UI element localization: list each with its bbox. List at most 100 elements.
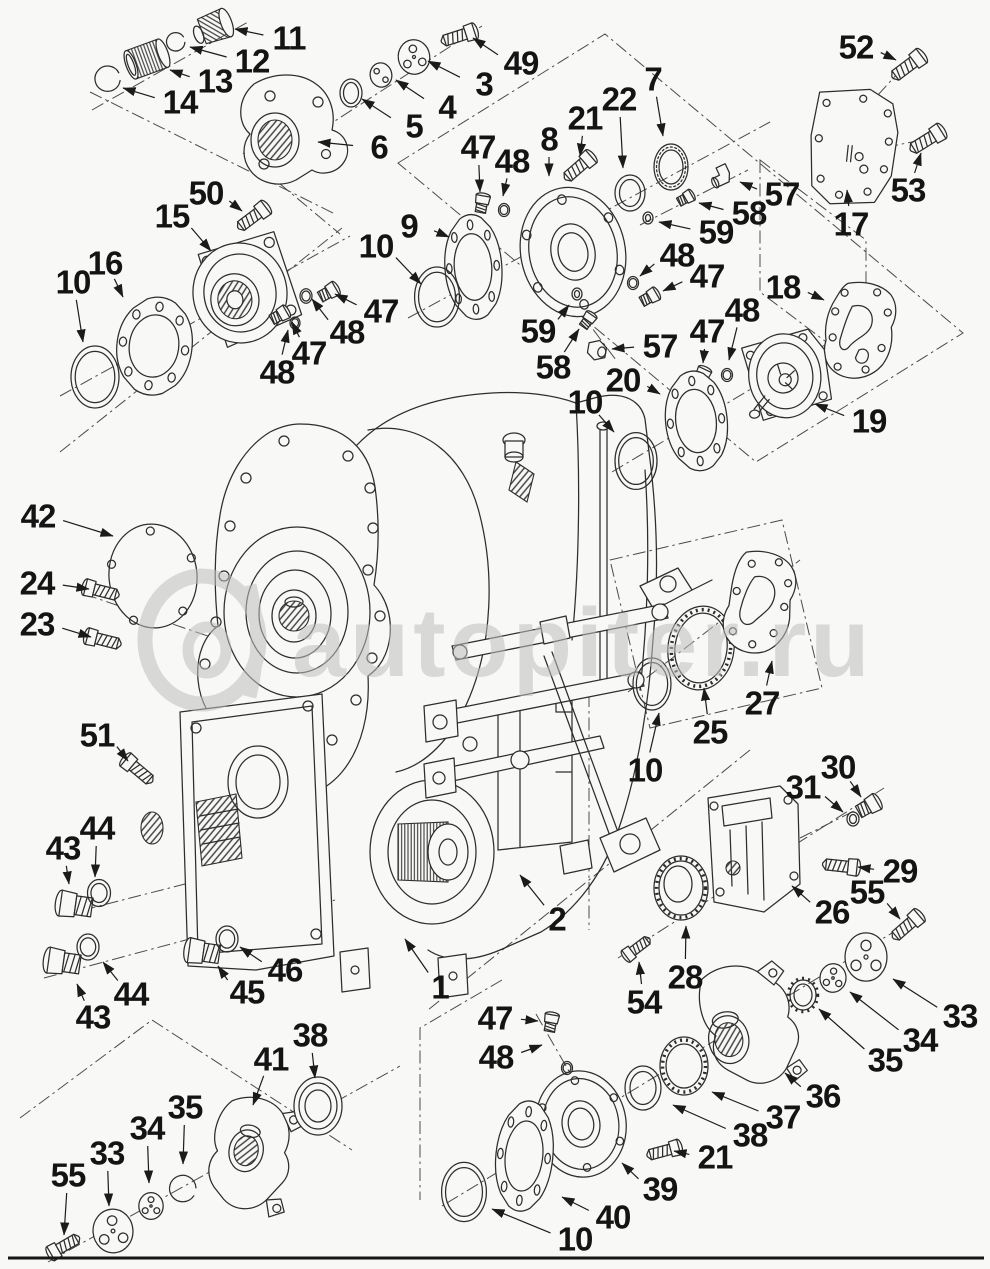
leader-46 xyxy=(239,946,263,963)
callout-54: 54 xyxy=(627,984,663,1021)
part-11-splined-plug-drawing xyxy=(189,7,237,49)
callout-11: 11 xyxy=(273,20,307,57)
callout-18: 18 xyxy=(766,269,801,306)
callout-55: 55 xyxy=(51,1157,86,1194)
leader-47 xyxy=(474,164,485,193)
callout-24: 24 xyxy=(20,565,56,602)
callout-7: 7 xyxy=(644,61,661,98)
callout-48: 48 xyxy=(495,143,530,180)
leader-45 xyxy=(217,965,229,981)
part-33-end-plate-drawing xyxy=(844,932,888,982)
callout-40: 40 xyxy=(596,1199,631,1236)
callout-43: 43 xyxy=(76,999,111,1036)
leader-23 xyxy=(62,627,92,638)
part-42-cover-plate-drawing xyxy=(104,520,202,633)
callout-2: 2 xyxy=(548,901,566,938)
leader-29 xyxy=(857,864,875,874)
leader-22 xyxy=(617,116,627,169)
part-37-toothed-ring-drawing xyxy=(660,1037,708,1095)
callout-15: 15 xyxy=(155,198,190,235)
leader-48 xyxy=(639,263,655,277)
part-47-plug-drawing xyxy=(541,1010,561,1034)
leader-37 xyxy=(711,1091,759,1112)
leader-6 xyxy=(317,138,354,148)
callout-48: 48 xyxy=(479,1039,514,1076)
leader-14 xyxy=(122,87,155,99)
leader-33 xyxy=(892,978,938,1008)
part-28-seal-ring-drawing xyxy=(654,856,708,920)
watermark-logo-tail xyxy=(243,583,264,699)
callout-33: 33 xyxy=(90,1135,125,1172)
callout-47: 47 xyxy=(478,1000,513,1037)
callout-19: 19 xyxy=(852,403,887,440)
callout-58: 58 xyxy=(732,195,767,232)
callout-37: 37 xyxy=(766,1099,801,1136)
part-53-bolt-drawing xyxy=(905,120,950,159)
leader-59 xyxy=(557,304,570,320)
part-17-valve-plate-drawing xyxy=(804,84,902,210)
leader-31 xyxy=(824,796,844,813)
callout-14: 14 xyxy=(163,84,199,121)
callout-27: 27 xyxy=(745,685,780,722)
leader-17 xyxy=(843,189,853,207)
callout-47: 47 xyxy=(292,335,327,372)
part-34-washer-plate-drawing xyxy=(818,962,848,994)
part-27-gasket-drawing xyxy=(717,546,804,661)
part-59-ring-drawing xyxy=(643,212,653,224)
leader-35 xyxy=(818,1008,865,1050)
callout-1: 1 xyxy=(431,969,449,1006)
callout-34: 34 xyxy=(130,1110,166,1147)
leader-48 xyxy=(311,298,329,321)
part-22-ring-drawing xyxy=(615,175,645,211)
watermark: autopiter.ru xyxy=(137,568,870,712)
leader-16 xyxy=(113,278,124,298)
part-19-pump-assembly-drawing xyxy=(740,327,833,421)
leader-59 xyxy=(658,220,691,230)
callout-13: 13 xyxy=(198,63,233,100)
part-38-seal-ring-drawing xyxy=(294,1077,342,1135)
leader-26 xyxy=(791,885,811,903)
part-47-plug-drawing xyxy=(637,285,663,309)
leader-34 xyxy=(849,991,899,1031)
callout-21: 21 xyxy=(698,1139,733,1176)
leader-47 xyxy=(662,281,683,292)
callout-47: 47 xyxy=(461,129,496,166)
leader-58 xyxy=(698,201,724,211)
leader-28 xyxy=(681,925,691,960)
part-57-elbow-fitting-drawing xyxy=(586,339,607,362)
leader-44 xyxy=(90,845,101,878)
leader-44 xyxy=(102,961,119,981)
leader-19 xyxy=(814,403,845,417)
leader-35 xyxy=(178,1124,189,1165)
callout-47: 47 xyxy=(364,293,399,330)
callout-49: 49 xyxy=(504,45,539,82)
callout-3: 3 xyxy=(475,66,493,103)
callout-6: 6 xyxy=(370,129,388,166)
callout-10: 10 xyxy=(558,1221,593,1258)
callout-10: 10 xyxy=(56,264,91,301)
callout-48: 48 xyxy=(260,354,295,391)
part-48-seal-ring-drawing xyxy=(561,1061,573,1075)
callout-21: 21 xyxy=(568,100,603,137)
callout-35: 35 xyxy=(868,1042,903,1079)
leader-10 xyxy=(75,299,86,343)
leader-24 xyxy=(62,582,90,592)
part-41-flange-yoke-drawing xyxy=(200,1091,308,1221)
part-54-bolt-drawing xyxy=(618,932,655,965)
part-52-bolt-drawing xyxy=(886,45,931,86)
leader-18 xyxy=(807,290,825,301)
part-13-needle-bearing-drawing xyxy=(121,37,173,80)
leader-43 xyxy=(76,983,87,1002)
part-49-bolt-drawing xyxy=(438,21,481,51)
part-35-lock-ring-drawing xyxy=(789,979,818,1012)
callout-47: 47 xyxy=(690,313,725,350)
callout-29: 29 xyxy=(883,853,918,890)
leader-41 xyxy=(252,1075,265,1106)
part-4-washer-plate-drawing xyxy=(367,60,395,90)
callout-10: 10 xyxy=(359,228,394,265)
part-58-fitting-drawing xyxy=(675,187,698,209)
part-33-end-plate-drawing xyxy=(90,1206,136,1256)
